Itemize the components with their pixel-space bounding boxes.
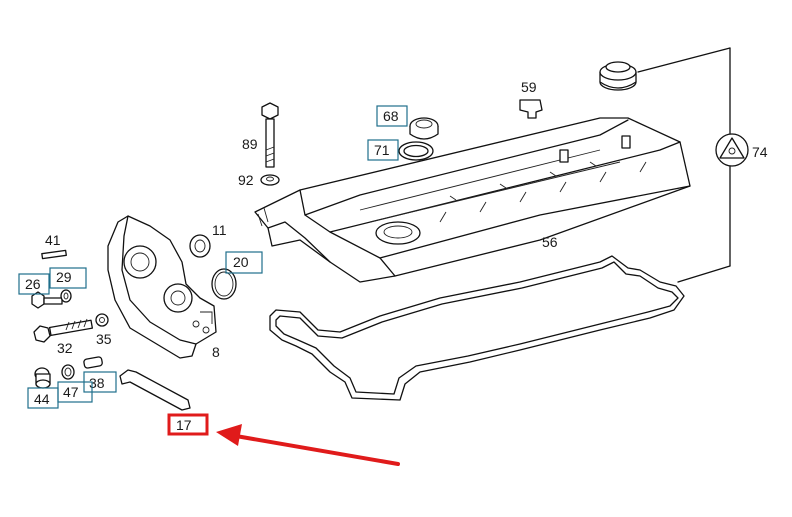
label-68: 68 <box>383 108 399 124</box>
valve-cover-gasket[interactable] <box>269 255 685 401</box>
label-41: 41 <box>45 232 61 248</box>
bolt-32[interactable] <box>33 318 94 343</box>
timing-case-cover-8[interactable] <box>107 215 217 359</box>
highlight-box-17 <box>167 413 209 436</box>
callout-box-20 <box>225 251 263 274</box>
label-20: 20 <box>233 254 249 270</box>
callout-box-71 <box>367 139 399 161</box>
label-8: 8 <box>212 344 220 360</box>
label-92: 92 <box>238 172 254 188</box>
callout-box-68 <box>376 105 408 127</box>
oil-filler-cap-68[interactable] <box>409 117 439 140</box>
clip-59[interactable] <box>519 99 543 119</box>
label-26: 26 <box>25 276 41 292</box>
label-29: 29 <box>56 269 72 285</box>
label-17: 17 <box>176 417 192 433</box>
label-47: 47 <box>63 384 79 400</box>
red-arrow-icon <box>216 424 400 466</box>
sleeve-part[interactable] <box>83 356 103 369</box>
callout-box-47 <box>57 381 93 403</box>
seal-ring-71[interactable] <box>398 141 434 161</box>
gasket-strip-17[interactable] <box>119 369 191 411</box>
label-71: 71 <box>374 142 390 158</box>
label-11: 11 <box>212 222 227 238</box>
valve-cover[interactable] <box>254 117 691 283</box>
plug-44[interactable] <box>34 367 51 389</box>
label-44: 44 <box>34 391 50 407</box>
bolt-89[interactable] <box>261 102 279 168</box>
o-ring-20[interactable] <box>211 268 237 300</box>
seal-11[interactable] <box>189 234 211 258</box>
washer-92[interactable] <box>260 174 280 186</box>
label-56: 56 <box>542 234 558 250</box>
grommet-74[interactable] <box>599 47 749 283</box>
seal-47[interactable] <box>61 364 75 380</box>
washer-35[interactable] <box>95 313 109 327</box>
washer-29[interactable] <box>60 289 72 303</box>
label-74: 74 <box>752 144 768 160</box>
label-32: 32 <box>57 340 73 356</box>
label-38: 38 <box>89 375 105 391</box>
label-59: 59 <box>521 79 537 95</box>
bolt-26[interactable] <box>31 291 63 309</box>
pin-41[interactable] <box>41 249 67 260</box>
callout-box-29 <box>49 267 87 289</box>
label-35: 35 <box>96 331 112 347</box>
callout-box-26 <box>18 273 50 295</box>
label-89: 89 <box>242 136 258 152</box>
